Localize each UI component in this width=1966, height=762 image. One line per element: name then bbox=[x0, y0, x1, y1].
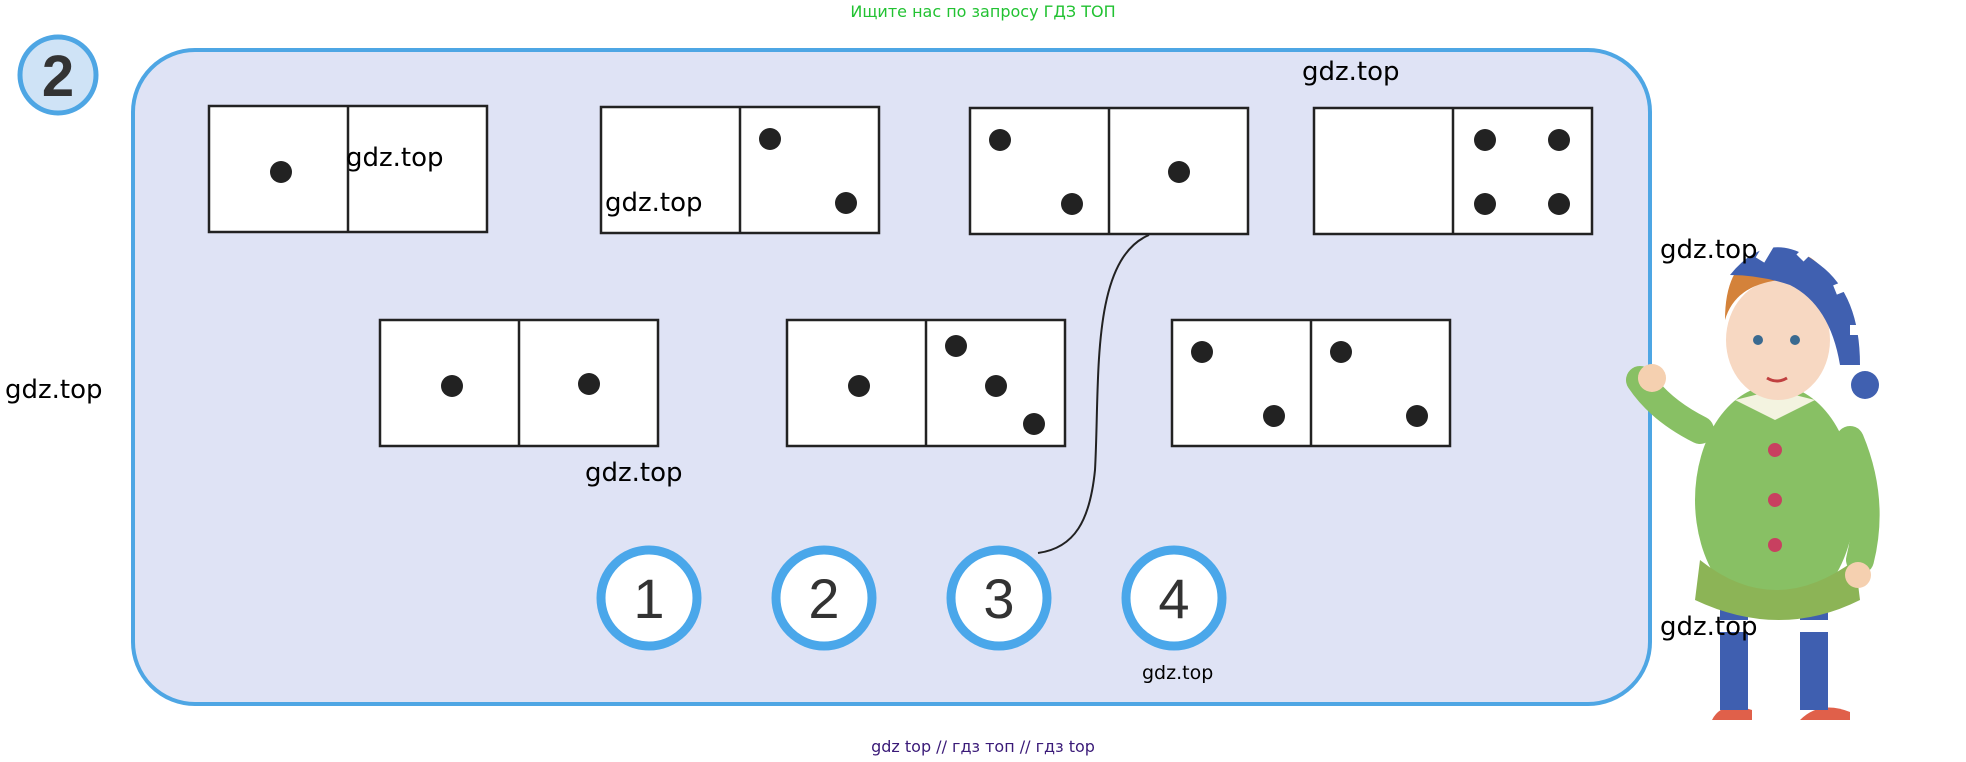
watermark: gdz.top bbox=[1660, 612, 1758, 642]
domino-pip bbox=[835, 192, 857, 214]
answer-circle bbox=[596, 545, 702, 651]
connection-line bbox=[1037, 234, 1150, 554]
header-note: Ищите нас по запросу ГДЗ ТОП bbox=[850, 2, 1116, 21]
domino-pip bbox=[1263, 405, 1285, 427]
domino-pip bbox=[578, 373, 600, 395]
domino-pip bbox=[759, 128, 781, 150]
answer-option-3[interactable]: 3 bbox=[946, 545, 1052, 651]
task-number-badge: 2 bbox=[17, 34, 99, 116]
answer-circle bbox=[771, 545, 877, 651]
domino-7 bbox=[1170, 318, 1452, 448]
domino-pip bbox=[1548, 193, 1570, 215]
domino-pip bbox=[848, 375, 870, 397]
domino-pip bbox=[1548, 129, 1570, 151]
domino-6 bbox=[785, 318, 1067, 448]
domino-pip bbox=[989, 129, 1011, 151]
domino-pip bbox=[1474, 193, 1496, 215]
domino-pip bbox=[1330, 341, 1352, 363]
domino-pip bbox=[441, 375, 463, 397]
answer-label: 2 bbox=[808, 567, 839, 630]
domino-5 bbox=[378, 318, 660, 448]
domino-pip bbox=[985, 375, 1007, 397]
footer-note: gdz top // гдз топ // гдз top bbox=[871, 737, 1095, 756]
watermark: gdz.top bbox=[585, 458, 683, 488]
answer-circle bbox=[946, 545, 1052, 651]
domino-3 bbox=[968, 106, 1250, 236]
domino-pip bbox=[270, 161, 292, 183]
answer-option-4[interactable]: 4 bbox=[1121, 545, 1227, 651]
answer-label: 1 bbox=[633, 567, 664, 630]
watermark: gdz.top bbox=[605, 188, 703, 218]
domino-1 bbox=[207, 104, 489, 234]
domino-pip bbox=[945, 335, 967, 357]
watermark: gdz.top bbox=[5, 375, 103, 405]
answer-label: 4 bbox=[1158, 567, 1189, 630]
domino-4 bbox=[1312, 106, 1594, 236]
elf-character-illustration bbox=[1626, 232, 1880, 720]
watermark: gdz.top bbox=[1142, 662, 1214, 684]
watermark: gdz.top bbox=[1660, 235, 1758, 265]
domino-pip bbox=[1406, 405, 1428, 427]
answer-circle bbox=[1121, 545, 1227, 651]
domino-pip bbox=[1191, 341, 1213, 363]
task-number: 2 bbox=[42, 44, 74, 109]
domino-pip bbox=[1474, 129, 1496, 151]
domino-pip bbox=[1061, 193, 1083, 215]
watermark: gdz.top bbox=[1302, 57, 1400, 87]
domino-pip bbox=[1023, 413, 1045, 435]
watermark: gdz.top bbox=[346, 143, 444, 173]
answer-option-1[interactable]: 1 bbox=[596, 545, 702, 651]
answer-label: 3 bbox=[983, 567, 1014, 630]
domino-2 bbox=[599, 105, 881, 235]
domino-pip bbox=[1168, 161, 1190, 183]
answer-option-2[interactable]: 2 bbox=[771, 545, 877, 651]
